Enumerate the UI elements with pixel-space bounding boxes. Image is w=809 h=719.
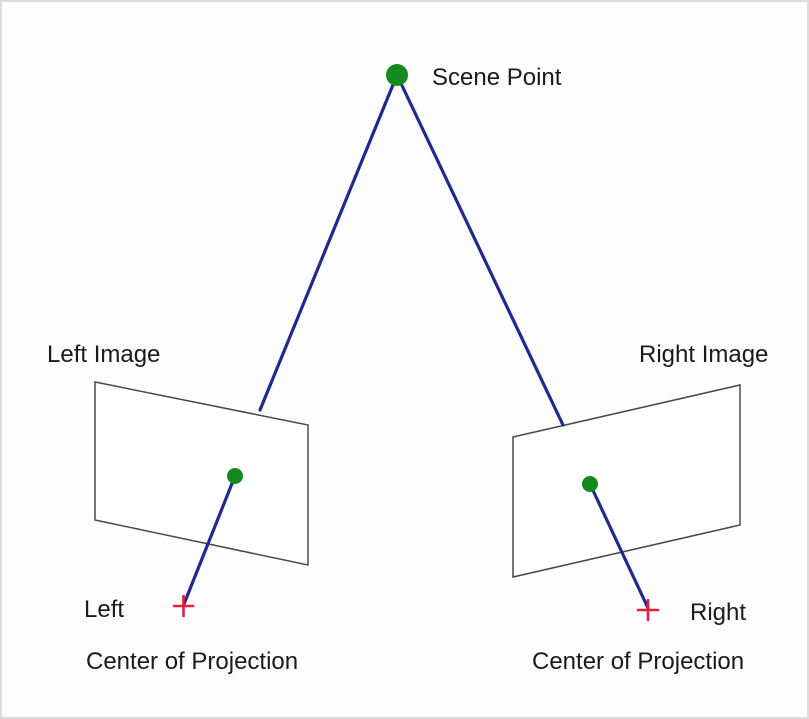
left-ray-upper <box>258 73 399 412</box>
left-image-label: Left Image <box>47 341 160 368</box>
left-cop-caption: Center of Projection <box>86 648 298 675</box>
right-center-of-projection-icon <box>636 598 660 622</box>
right-image-point <box>582 476 598 492</box>
right-ray-lower <box>588 482 650 610</box>
scene-point-marker <box>386 64 408 86</box>
right-cop-caption: Center of Projection <box>532 648 744 675</box>
left-image-plane <box>94 381 309 566</box>
right-image-plane <box>512 384 741 578</box>
left-center-of-projection-icon <box>172 594 195 618</box>
left-ray-lower <box>182 474 237 606</box>
right-cop-label: Right <box>690 599 746 626</box>
scene-point-label: Scene Point <box>432 64 562 91</box>
right-image-label: Right Image <box>639 341 768 368</box>
left-image-point <box>227 468 243 484</box>
right-ray-upper <box>395 73 565 427</box>
left-cop-label: Left <box>84 596 124 623</box>
